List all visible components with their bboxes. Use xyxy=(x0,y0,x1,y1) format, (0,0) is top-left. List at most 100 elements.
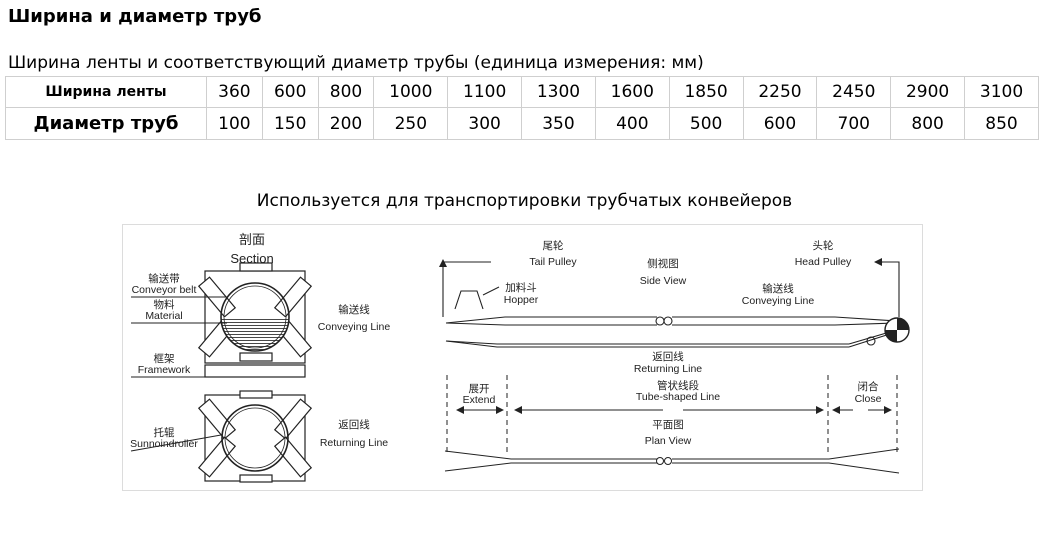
table-cell: 1100 xyxy=(447,76,523,108)
framework-label-cn: 框架 xyxy=(153,353,175,365)
returning-line2-label-cn: 返回线 xyxy=(652,351,684,363)
table-cell: 2900 xyxy=(890,76,966,108)
conveyor-belt-label-cn: 输送带 xyxy=(148,273,180,285)
hopper-shape xyxy=(454,290,484,310)
returning-line-label-cn: 返回线 xyxy=(338,419,370,431)
top-pad xyxy=(239,262,273,272)
tube-line-label-cn: 管状线段 xyxy=(657,380,699,392)
leader-roller xyxy=(130,434,222,452)
table-cell: 360 xyxy=(206,76,263,108)
side-view xyxy=(439,258,910,348)
plan-bottom-edge xyxy=(444,462,900,474)
tube-joint-1 xyxy=(655,316,665,326)
roller-lower-3 xyxy=(197,436,237,478)
head-pulley-label-cn: 头轮 xyxy=(812,240,834,252)
head-pulley-label-en: Head Pulley xyxy=(794,256,852,268)
section-label-en: Section xyxy=(230,251,274,266)
plan-view-label-en: Plan View xyxy=(644,435,692,447)
section-view xyxy=(130,262,313,483)
row-header-belt-width: Ширина ленты xyxy=(5,76,207,108)
table-cell: 1300 xyxy=(521,76,596,108)
extend-label-cn: 展开 xyxy=(468,383,490,395)
roller-lower-4 xyxy=(273,436,313,478)
roller-label-en: Sunnoindroller xyxy=(130,438,198,450)
table-cell: 800 xyxy=(890,107,966,140)
plan-view-label-cn: 平面图 xyxy=(652,419,684,431)
conveyor-belt-label-en: Conveyor belt xyxy=(131,284,197,296)
returning-line-label-en: Returning Line xyxy=(319,437,389,449)
conveying-line-label-cn: 输送线 xyxy=(338,304,370,316)
page-title: Ширина и диаметр труб xyxy=(8,6,262,27)
table-cell: 200 xyxy=(317,107,375,140)
plan-view xyxy=(444,375,900,474)
framework-band xyxy=(204,364,306,378)
framework-label-en: Framework xyxy=(137,364,191,376)
table-cell: 3100 xyxy=(964,76,1039,108)
upper-tube-inner xyxy=(223,285,287,349)
table-cell: 350 xyxy=(521,107,596,140)
roller-upper-2 xyxy=(273,276,313,318)
conveying-line-label-en: Conveying Line xyxy=(317,321,391,333)
section-label-cn: 剖面 xyxy=(238,232,265,247)
lower-tube xyxy=(221,404,289,472)
close-label-cn: 闭合 xyxy=(857,381,879,393)
conveying-line2-label-en: Conveying Line xyxy=(741,295,815,307)
table-cell: 1850 xyxy=(668,76,744,108)
table-cell: 600 xyxy=(261,76,319,108)
plan-joint-2 xyxy=(664,457,672,465)
mid-pad xyxy=(239,352,273,362)
diagram-drawing xyxy=(130,258,910,483)
belt-pipe-table: Ширина ленты 360 600 800 1000 1100 1300 … xyxy=(5,76,1039,140)
side-view-label-cn: 侧视图 xyxy=(647,258,679,270)
table-cell: 2450 xyxy=(816,76,892,108)
tail-pulley-label-en: Tail Pulley xyxy=(529,256,577,268)
table-cell: 100 xyxy=(206,107,263,140)
upper-tube xyxy=(220,282,290,352)
plan-joint-1 xyxy=(656,457,664,465)
conveying-line2-label-cn: 输送线 xyxy=(762,283,794,295)
roller-lower-1 xyxy=(197,398,237,440)
table-cell: 700 xyxy=(816,107,892,140)
table-cell: 2250 xyxy=(742,76,818,108)
table-cell: 250 xyxy=(373,107,449,140)
table-cell: 500 xyxy=(668,107,744,140)
table-cell: 150 xyxy=(261,107,319,140)
side-view-label-en: Side View xyxy=(639,275,687,287)
hopper-leader xyxy=(482,286,500,296)
conveying-taper-top xyxy=(834,316,898,322)
hopper-label-en: Hopper xyxy=(503,294,539,306)
table-cell: 850 xyxy=(964,107,1039,140)
table-subtitle: Ширина ленты и соответствующий диаметр т… xyxy=(8,53,704,73)
head-pulley-quadrant-2 xyxy=(885,330,897,342)
table-cell: 600 xyxy=(742,107,818,140)
return-top xyxy=(445,340,849,345)
material-label-cn: 物料 xyxy=(153,299,175,311)
roller-lower-2 xyxy=(273,398,313,440)
lower-bottom-pad xyxy=(239,474,273,483)
conveying-bottom xyxy=(445,322,657,326)
table-row-belt-width: Ширина ленты 360 600 800 1000 1100 1300 … xyxy=(5,76,1039,108)
table-cell: 800 xyxy=(317,76,375,108)
conveying-top xyxy=(445,316,657,324)
row-header-pipe-diameter: Диаметр труб xyxy=(5,107,207,140)
table-row-pipe-diameter: Диаметр труб 100 150 200 250 300 350 400… xyxy=(5,107,1039,140)
pipe-conveyor-diagram: 剖面 Section 输送带 Conveyor belt 物料 Material… xyxy=(122,224,923,491)
right-bracket xyxy=(875,261,900,317)
material-fill xyxy=(221,317,289,351)
table-cell: 300 xyxy=(447,107,523,140)
roller-label-cn: 托辊 xyxy=(153,427,175,439)
table-cell: 400 xyxy=(594,107,670,140)
lower-top-pad xyxy=(239,390,273,399)
returning-line2-label-en: Returning Line xyxy=(633,363,703,375)
hopper-label-cn: 加料斗 xyxy=(505,282,537,294)
figure-caption: Используется для транспортировки трубчат… xyxy=(256,191,793,211)
close-label-en: Close xyxy=(854,393,882,405)
tube-joint-2 xyxy=(663,316,673,326)
plan-top-edge xyxy=(444,448,900,460)
material-label-en: Material xyxy=(145,310,183,322)
tube-line-label-en: Tube-shaped Line xyxy=(635,391,721,403)
lower-tube-inner xyxy=(224,407,286,469)
table-cell: 1000 xyxy=(373,76,449,108)
extend-label-en: Extend xyxy=(462,394,496,406)
return-bottom xyxy=(445,340,849,348)
